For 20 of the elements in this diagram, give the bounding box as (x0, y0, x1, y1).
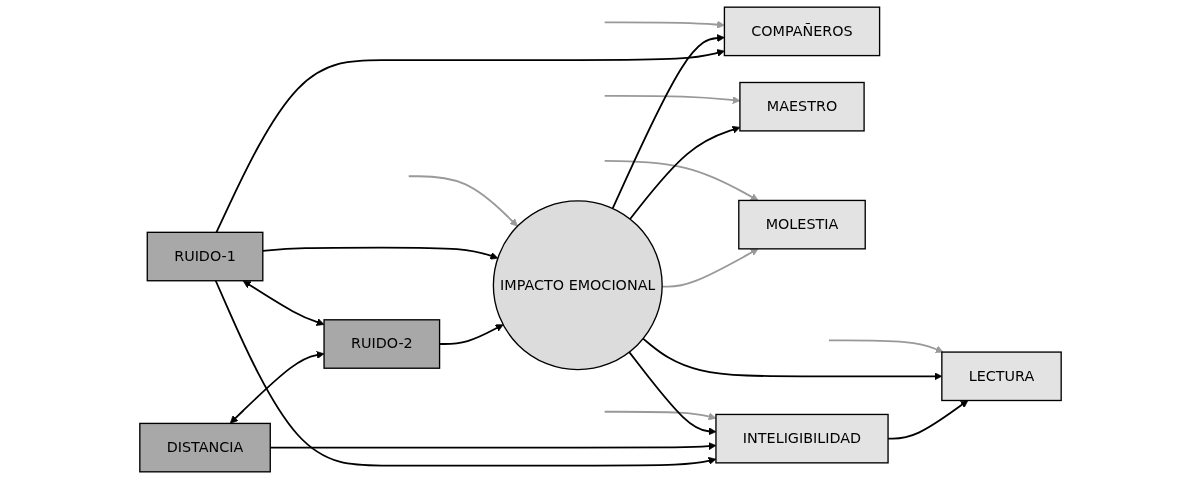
node-box: MAESTRO (739, 81, 865, 132)
node-box: DISTANCIA (139, 422, 271, 473)
arrow (242, 280, 325, 326)
arrow (407, 175, 518, 227)
node-box: INTELIGIBILIDAD (715, 413, 889, 464)
node-circle: IMPACTO EMOCIONAL (492, 200, 663, 371)
arrow (214, 279, 717, 467)
arrow (642, 337, 943, 381)
node-box: RUIDO-1 (146, 231, 264, 282)
arrow (603, 160, 759, 201)
node-box: COMPAÑEROS (723, 6, 881, 57)
arrow (603, 20, 725, 29)
arrow (611, 34, 725, 210)
node-box: LECTURA (941, 351, 1062, 402)
node-box: RUIDO-2 (323, 319, 441, 369)
arrow (828, 339, 944, 353)
arrow (629, 125, 741, 220)
arrow (215, 49, 725, 234)
node-box: MOLESTIA (738, 199, 866, 250)
arrow (229, 351, 325, 424)
